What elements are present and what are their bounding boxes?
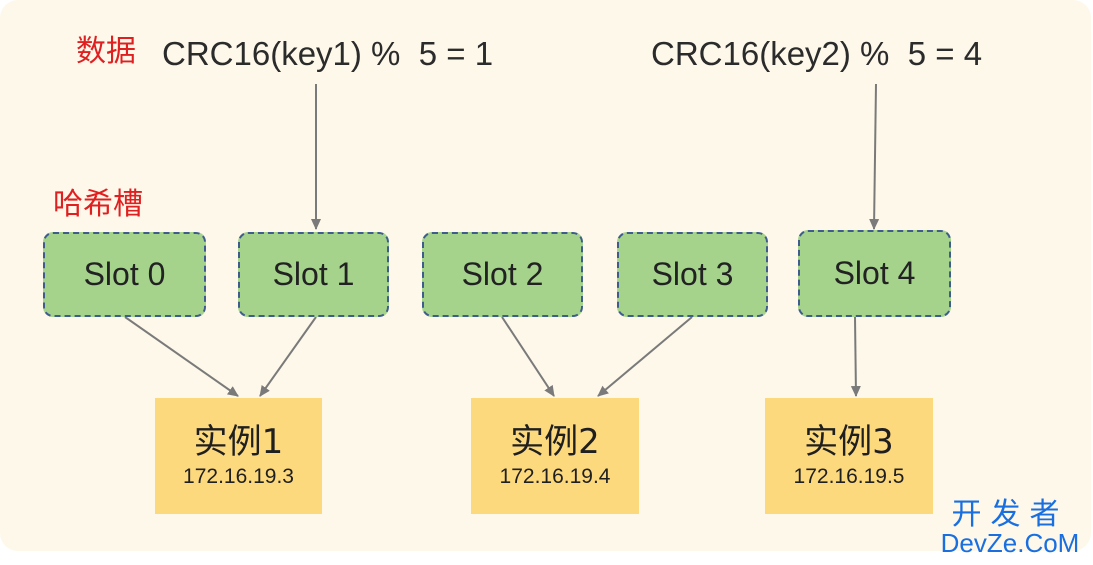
formula-key1: CRC16(key1) % 5 = 1	[162, 35, 494, 72]
instance-3: 实例3 172.16.19.5	[765, 398, 933, 514]
instance-2-ip: 172.16.19.4	[499, 464, 611, 488]
arrow-slot0-to-instance1	[124, 316, 239, 397]
slot-0: Slot 0	[43, 232, 206, 317]
instance-2: 实例2 172.16.19.4	[471, 398, 639, 514]
slot-3: Slot 3	[617, 232, 768, 317]
slot-1: Slot 1	[238, 232, 389, 317]
arrow-slot1-to-instance1	[259, 316, 317, 397]
arrow-slot3-to-instance2	[597, 316, 693, 397]
arrow-slot2-to-instance2	[501, 316, 555, 397]
slot-4: Slot 4	[798, 230, 951, 317]
data-label: 数据	[76, 34, 136, 69]
watermark-en: DevZe.CoM	[940, 528, 1080, 558]
hash-slots-label: 哈希槽	[53, 187, 143, 222]
instance-2-name: 实例2	[510, 422, 600, 463]
arrow-key2-to-slot4	[869, 83, 880, 230]
arrow-slot4-to-instance3	[850, 316, 861, 397]
instance-1-ip: 172.16.19.3	[183, 464, 294, 488]
instance-1-name: 实例1	[193, 422, 284, 463]
slot-2: Slot 2	[422, 232, 583, 317]
instance-1: 实例1 172.16.19.3	[155, 398, 322, 514]
watermark: 开发者 DevZe.CoM	[934, 497, 1086, 558]
formula-key2: CRC16(key2) % 5 = 4	[651, 35, 983, 72]
instance-3-name: 实例3	[804, 422, 894, 463]
instance-3-ip: 172.16.19.5	[793, 464, 905, 488]
watermark-cn: 开发者	[951, 497, 1069, 532]
